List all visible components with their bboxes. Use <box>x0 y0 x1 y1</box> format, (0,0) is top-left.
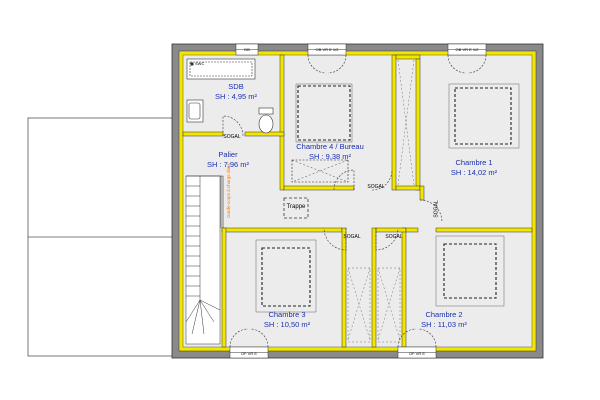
room-name: Palier <box>218 150 238 159</box>
floor-area <box>182 54 533 348</box>
room-label-chambre-1: Chambre 1 SH : 14,02 m² <box>451 158 497 178</box>
room-name: Chambre 3 <box>268 310 306 319</box>
room-name: Chambre 1 <box>455 158 493 167</box>
window-label: OF VR E <box>240 351 258 356</box>
trappe-label: Trappe <box>286 204 306 210</box>
closet-hatching <box>347 59 415 343</box>
window-swings <box>229 54 487 348</box>
door-tag: SOGAL <box>223 134 241 140</box>
room-label-sdb: SDB SH : 4,95 m² <box>215 82 257 102</box>
staircase <box>185 175 221 345</box>
door-tag: SOGAL <box>367 184 385 190</box>
interior-walls <box>182 54 533 348</box>
stair-note: Garde-corps à charge dans <box>226 163 231 218</box>
trappe-hatch <box>283 197 309 219</box>
bathtub <box>186 58 256 80</box>
room-name: SDB <box>228 82 244 91</box>
room-label-palier: Palier SH : 7,96 m² <box>207 150 249 170</box>
door-tag: SOGAL <box>385 234 403 240</box>
toilet <box>258 107 274 134</box>
room-area: SH : 11,03 m² <box>421 320 467 329</box>
window-label: DB <box>244 47 250 52</box>
door-tag: SOGAL <box>343 234 361 240</box>
room-area: SH : 4,95 m² <box>214 92 258 101</box>
door-tag: SOGAL <box>433 200 440 218</box>
door-swings <box>222 115 443 251</box>
room-name: Chambre 2 <box>425 310 463 319</box>
room-area: SH : 7,96 m² <box>206 160 250 169</box>
room-label-chambre-4: Chambre 4 / Bureau SH : 9,38 m² <box>296 142 364 162</box>
room-area: SH : 9,38 m² <box>308 152 352 161</box>
window-label: OB VR E 1/2 <box>315 47 339 52</box>
window-glazing <box>230 49 486 353</box>
beds <box>255 83 520 313</box>
wc-tag: SWC <box>195 61 205 66</box>
stair-railing <box>186 175 224 228</box>
adjacent-outline <box>27 117 181 357</box>
window-label: OB VR E 1/2 <box>455 47 479 52</box>
room-label-chambre-2: Chambre 2 SH : 11,03 m² <box>421 310 467 330</box>
window-label: OF VR E <box>408 351 426 356</box>
room-area: SH : 10,50 m² <box>263 320 311 329</box>
room-name: Chambre 4 / Bureau <box>296 142 364 151</box>
room-label-chambre-3: Chambre 3 SH : 10,50 m² <box>264 310 310 330</box>
room-area: SH : 14,02 m² <box>450 168 498 177</box>
sink <box>186 99 204 123</box>
